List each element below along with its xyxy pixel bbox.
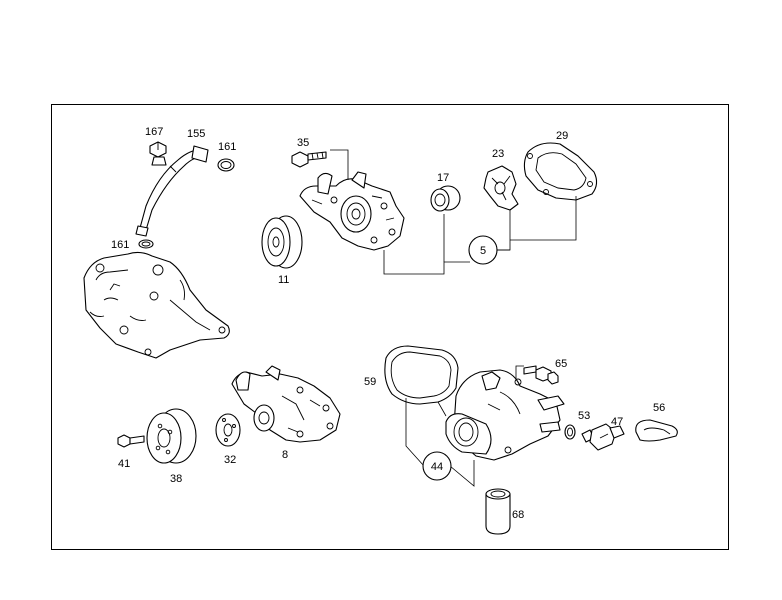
label-11: 11	[278, 274, 289, 286]
water-pump-upper	[299, 171, 405, 251]
group-5-leaders	[330, 149, 577, 275]
bolt-41	[117, 434, 145, 448]
label-47: 47	[611, 416, 623, 428]
label-65: 65	[555, 358, 567, 370]
label-23: 23	[492, 148, 504, 160]
seal-161-bottom	[138, 239, 154, 249]
label-167: 167	[145, 126, 163, 138]
pipe-68	[485, 488, 511, 535]
timing-cover-housing	[83, 251, 230, 359]
label-59: 59	[364, 376, 376, 388]
clip-56	[635, 419, 678, 442]
label-161-bottom: 161	[111, 239, 129, 251]
gasket-29	[523, 142, 598, 201]
thermostat-housing	[445, 369, 565, 461]
label-44: 44	[431, 461, 443, 473]
label-161-top: 161	[218, 141, 236, 153]
bolt-65	[523, 365, 559, 385]
callout-44	[422, 451, 452, 481]
callout-5	[468, 235, 498, 265]
bolt-167	[149, 141, 167, 166]
impeller-23	[483, 165, 519, 211]
pipe-155	[135, 145, 209, 237]
water-pump-lower	[231, 365, 341, 443]
bolt-35	[291, 151, 327, 168]
label-53: 53	[578, 410, 590, 422]
label-5: 5	[480, 245, 486, 257]
label-29: 29	[556, 130, 568, 142]
seal-53	[564, 424, 576, 440]
label-155: 155	[187, 128, 205, 140]
seal-17	[430, 185, 461, 212]
label-56: 56	[653, 402, 665, 414]
pulley-38	[146, 408, 197, 464]
gasket-59	[384, 345, 459, 405]
pulley-11	[261, 215, 303, 269]
label-8: 8	[282, 449, 288, 461]
sensor-47	[581, 423, 625, 451]
label-32: 32	[224, 454, 236, 466]
hub-32	[215, 413, 241, 447]
group-44-leaders	[405, 365, 524, 487]
seal-161-top	[217, 158, 235, 172]
label-17: 17	[437, 172, 449, 184]
label-38: 38	[170, 473, 182, 485]
label-41: 41	[118, 458, 130, 470]
label-35: 35	[297, 137, 309, 149]
label-68: 68	[512, 509, 524, 521]
part-labels: 167 155 161 161 35 17 23 29 5 11 65 59 5…	[111, 126, 665, 521]
